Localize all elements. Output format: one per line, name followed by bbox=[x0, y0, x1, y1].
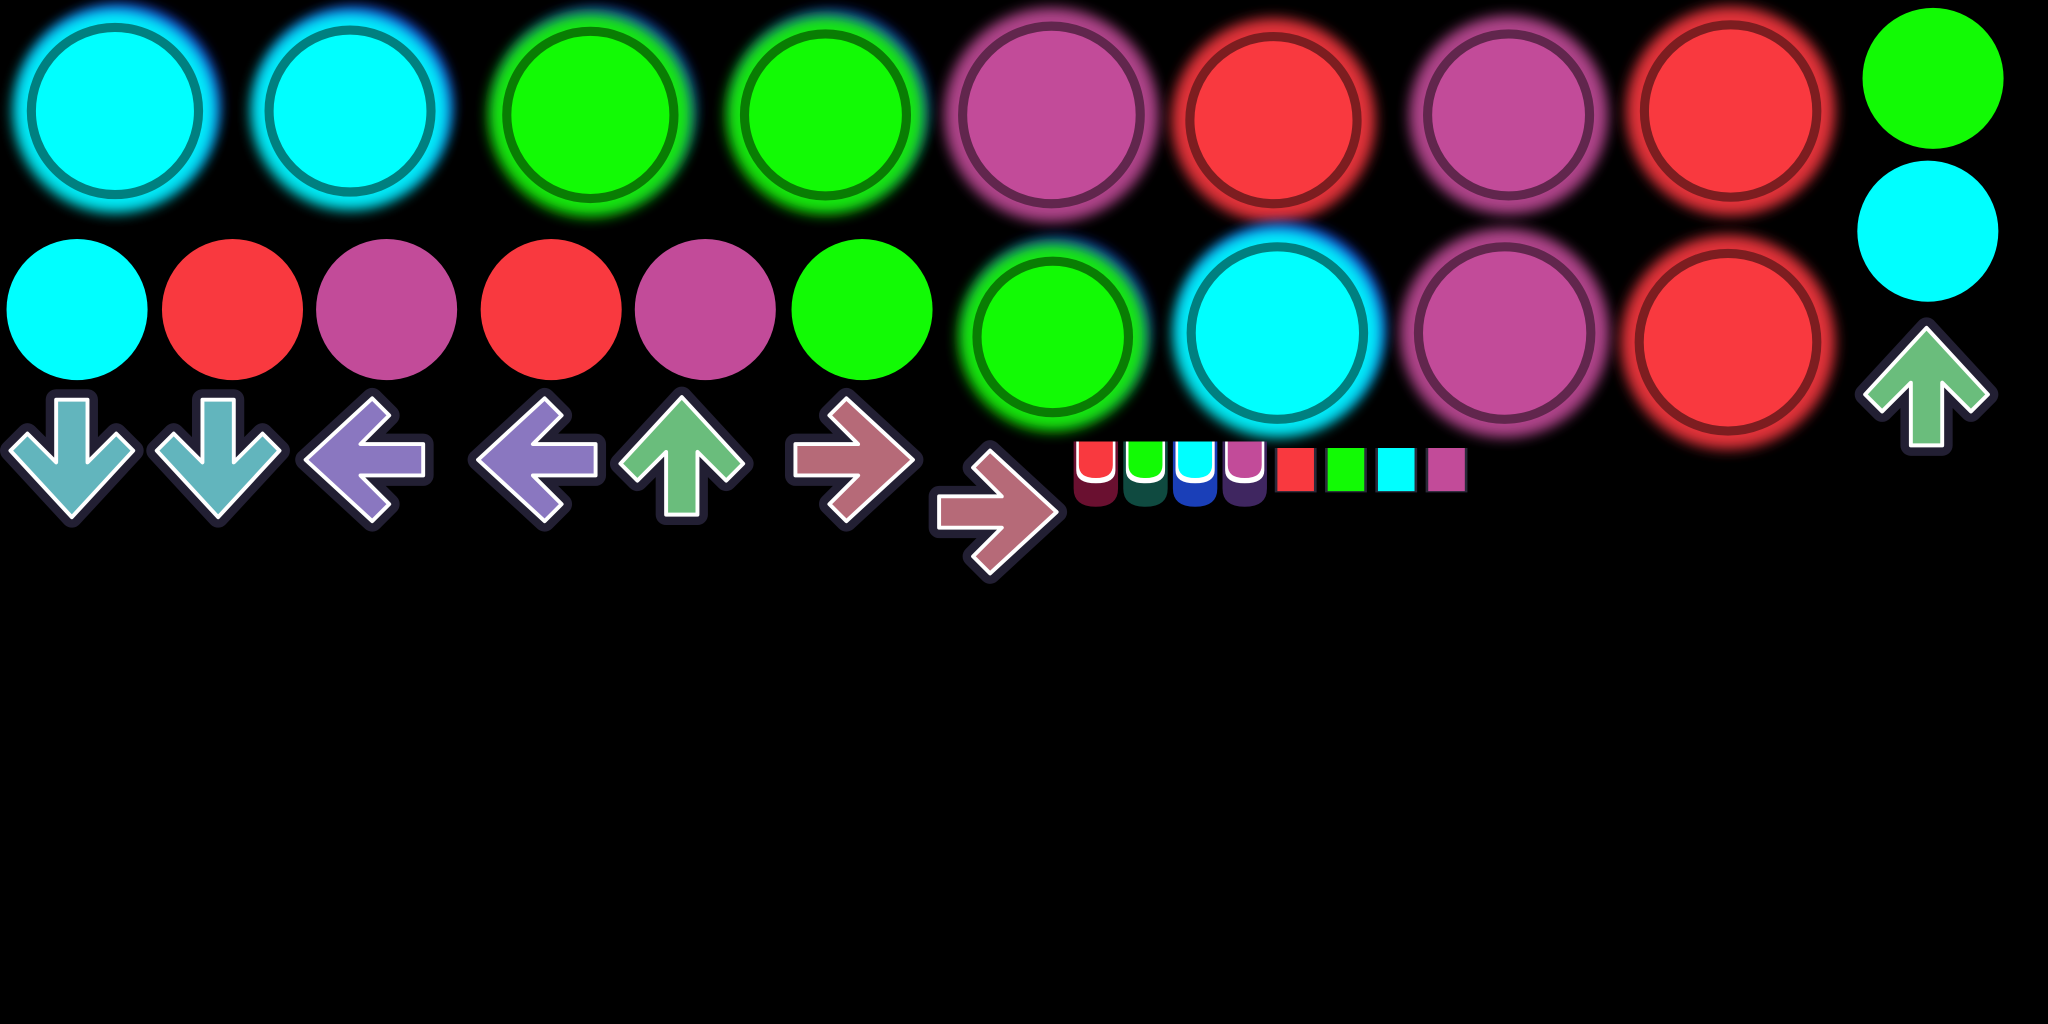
hold-end-cyan bbox=[1172, 441, 1218, 507]
glow-ring-up-confirm bbox=[488, 7, 695, 217]
hold-end-green bbox=[1123, 441, 1168, 507]
purple-note bbox=[316, 239, 458, 381]
glow-ring-up-confirm-2 bbox=[726, 10, 928, 215]
ring-body bbox=[739, 29, 912, 201]
arrow-down-icon bbox=[146, 389, 290, 528]
cyan-note bbox=[6, 239, 148, 381]
hold-end-red bbox=[1073, 441, 1119, 507]
arrow-fill bbox=[1863, 325, 1990, 448]
glow-ring-left-confirm-2 bbox=[1409, 15, 1608, 215]
glow-ring-down-confirm-2 bbox=[250, 6, 452, 211]
ring-body bbox=[958, 21, 1145, 209]
ring-body bbox=[1413, 242, 1596, 424]
glow-ring-right-confirm bbox=[1171, 18, 1376, 223]
hold-end-cap bbox=[1227, 441, 1262, 479]
hold-piece-green bbox=[1327, 448, 1365, 492]
arrow-fill bbox=[154, 397, 282, 520]
glow-ring-right-press bbox=[1620, 235, 1836, 450]
arrow-up-icon bbox=[1854, 317, 1999, 456]
ring-body bbox=[1423, 29, 1595, 201]
arrow-fill bbox=[937, 448, 1059, 576]
arrow-fill bbox=[793, 396, 915, 524]
hold-end-cap bbox=[1078, 441, 1113, 479]
hold-end-cap bbox=[1178, 441, 1213, 479]
cyan-note bbox=[1857, 160, 1999, 302]
glow-ring-left-confirm bbox=[944, 7, 1159, 223]
arrow-left-icon bbox=[295, 387, 434, 532]
ring-body bbox=[264, 25, 436, 197]
arrow-fill bbox=[618, 395, 746, 517]
arrow-fill bbox=[476, 396, 598, 524]
ring-body bbox=[1186, 242, 1369, 424]
arrow-right-icon bbox=[784, 387, 924, 532]
glow-ring-right-confirm-2 bbox=[1626, 6, 1836, 216]
arrow-fill bbox=[303, 396, 426, 524]
ring-body bbox=[502, 26, 679, 204]
ring-body bbox=[1634, 248, 1822, 436]
green-note bbox=[1862, 7, 2004, 149]
ring-body bbox=[26, 22, 204, 200]
arrow-fill bbox=[8, 397, 136, 520]
glow-ring-down-confirm bbox=[13, 3, 220, 213]
red-note bbox=[161, 239, 304, 381]
glow-ring-up-press bbox=[958, 237, 1150, 432]
ring-body bbox=[1639, 20, 1822, 202]
hold-piece-purple bbox=[1428, 448, 1465, 492]
ring-body bbox=[972, 256, 1134, 418]
purple-note bbox=[634, 239, 776, 381]
ring-body bbox=[1185, 32, 1362, 209]
green-note bbox=[791, 239, 933, 381]
hold-end-cap bbox=[1128, 441, 1163, 479]
arrow-right-icon bbox=[928, 440, 1068, 584]
glow-ring-down-press bbox=[1172, 223, 1385, 438]
arrow-down-icon bbox=[0, 389, 144, 528]
hold-piece-red bbox=[1277, 448, 1314, 492]
glow-ring-left-press bbox=[1400, 228, 1610, 438]
red-note bbox=[480, 239, 622, 381]
arrow-left-icon bbox=[467, 387, 607, 532]
hold-end-purple bbox=[1222, 441, 1267, 507]
hold-piece-cyan bbox=[1377, 448, 1415, 492]
sprite-layer bbox=[0, 3, 2004, 584]
arrow-up-icon bbox=[609, 386, 754, 526]
